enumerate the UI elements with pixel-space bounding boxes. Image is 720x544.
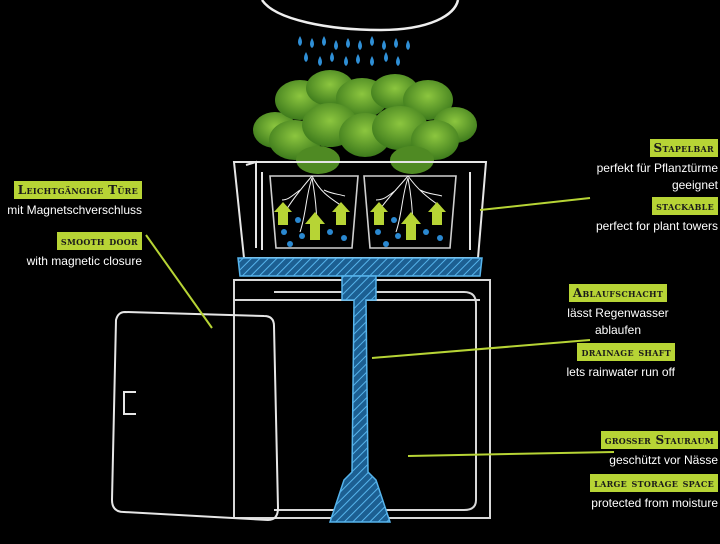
label-storage-en: large storage space protected from moist… xyxy=(590,474,718,512)
label-door-de: Leichtgängige Türe mit Magnetschverschlu… xyxy=(7,181,142,219)
label-storage-en-text: protected from moisture xyxy=(591,496,718,510)
label-door-en-title: smooth door xyxy=(56,232,142,250)
label-storage-de-text: geschützt vor Nässe xyxy=(609,453,718,467)
label-drain-de-text: lässt Regenwasser ablaufen xyxy=(567,306,669,337)
cabinet-door xyxy=(110,310,280,522)
raindrop-icon xyxy=(298,36,410,66)
plant-roots xyxy=(281,175,443,241)
basil-plant-icon xyxy=(253,70,477,174)
label-door-de-text: mit Magnetschverschluss xyxy=(7,203,142,217)
label-stack-en: stackable perfect for plant towers xyxy=(596,197,718,235)
label-door-de-title: Leichtgängige Türe xyxy=(13,181,142,199)
label-drain-en: drainage shaft lets rainwater run off xyxy=(566,343,676,381)
label-drain-de: Ablaufschacht lässt Regenwasser ablaufen xyxy=(558,284,678,339)
label-door-en: smooth door with magnetic closure xyxy=(27,232,142,270)
label-door-en-text: with magnetic closure xyxy=(26,254,142,268)
label-stack-de-title: Stapelbar xyxy=(649,139,718,157)
label-drain-en-text: lets rainwater run off xyxy=(566,365,676,379)
label-stack-en-text: perfect for plant towers xyxy=(595,219,718,233)
label-storage-de-title: großer Stauraum xyxy=(600,431,718,449)
label-drain-de-title: Ablaufschacht xyxy=(568,284,668,302)
label-storage-en-title: large storage space xyxy=(590,474,718,492)
drainage-shaft xyxy=(328,275,392,523)
label-stack-de: Stapelbar perfekt für Pflanztürme geeign… xyxy=(578,139,718,194)
label-stack-de-text: perfekt für Pflanztürme geeignet xyxy=(596,161,718,192)
water-bubbles xyxy=(281,217,443,247)
label-stack-en-title: stackable xyxy=(652,197,718,215)
up-arrow-icon xyxy=(274,202,446,240)
leader-lines xyxy=(145,197,615,457)
label-drain-en-title: drainage shaft xyxy=(577,343,675,361)
label-storage-de: großer Stauraum geschützt vor Nässe xyxy=(600,431,718,469)
plant-pot xyxy=(269,175,457,249)
water-reservoir xyxy=(237,257,483,277)
cloud-icon xyxy=(260,0,460,32)
